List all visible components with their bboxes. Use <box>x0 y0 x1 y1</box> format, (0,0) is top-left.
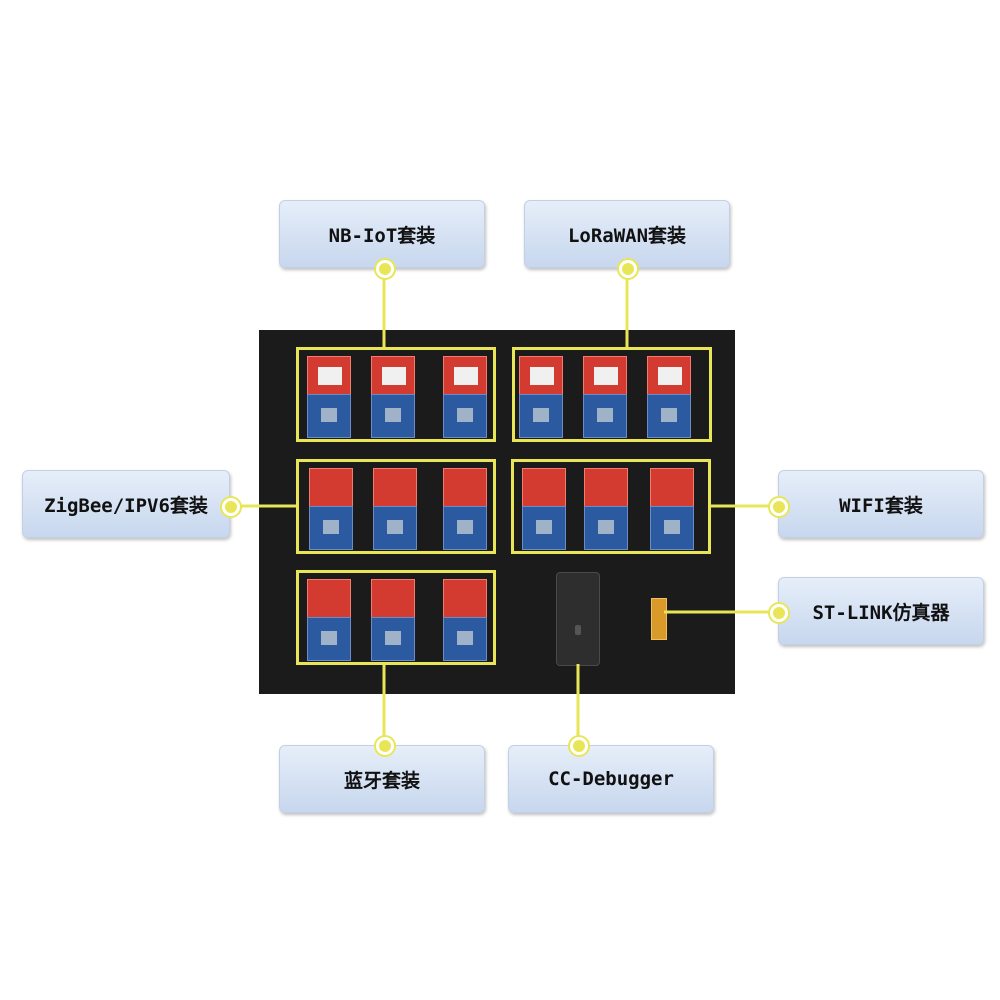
ccdebugger-led <box>575 625 581 635</box>
wifi-board <box>650 468 694 550</box>
nbiot-dot <box>376 260 394 278</box>
wifi-board <box>522 468 566 550</box>
nbiot-board <box>371 356 415 438</box>
wifi-kit-label: WIFI套装 <box>778 470 984 538</box>
zigbee-group <box>296 459 496 554</box>
lorawan-dot <box>619 260 637 278</box>
nbiot-board <box>307 356 351 438</box>
bluetooth-board <box>371 579 415 661</box>
ccdebugger-label: CC-Debugger <box>508 745 714 813</box>
lorawan-group <box>512 347 712 442</box>
ccdebugger-dot <box>570 737 588 755</box>
nbiot-board <box>443 356 487 438</box>
wifi-dot <box>770 498 788 516</box>
zigbee-board <box>373 468 417 550</box>
wifi-group <box>511 459 711 554</box>
lorawan-kit-label: LoRaWAN套装 <box>524 200 730 268</box>
lorawan-board <box>647 356 691 438</box>
lorawan-board <box>583 356 627 438</box>
zigbee-board <box>309 468 353 550</box>
lorawan-board <box>519 356 563 438</box>
bluetooth-board <box>307 579 351 661</box>
zigbee-board <box>443 468 487 550</box>
stlink-dot <box>770 604 788 622</box>
nbiot-group <box>296 347 496 442</box>
bluetooth-kit-label: 蓝牙套装 <box>279 745 485 813</box>
nbiot-kit-label: NB-IoT套装 <box>279 200 485 268</box>
zigbee-kit-label: ZigBee/IPV6套装 <box>22 470 230 538</box>
kit-tray <box>259 330 735 694</box>
bluetooth-dot <box>376 737 394 755</box>
stlink-device <box>651 598 667 640</box>
stlink-label: ST-LINK仿真器 <box>778 577 984 645</box>
wifi-board <box>584 468 628 550</box>
bluetooth-group <box>296 570 496 665</box>
bluetooth-board <box>443 579 487 661</box>
zigbee-dot <box>222 498 240 516</box>
